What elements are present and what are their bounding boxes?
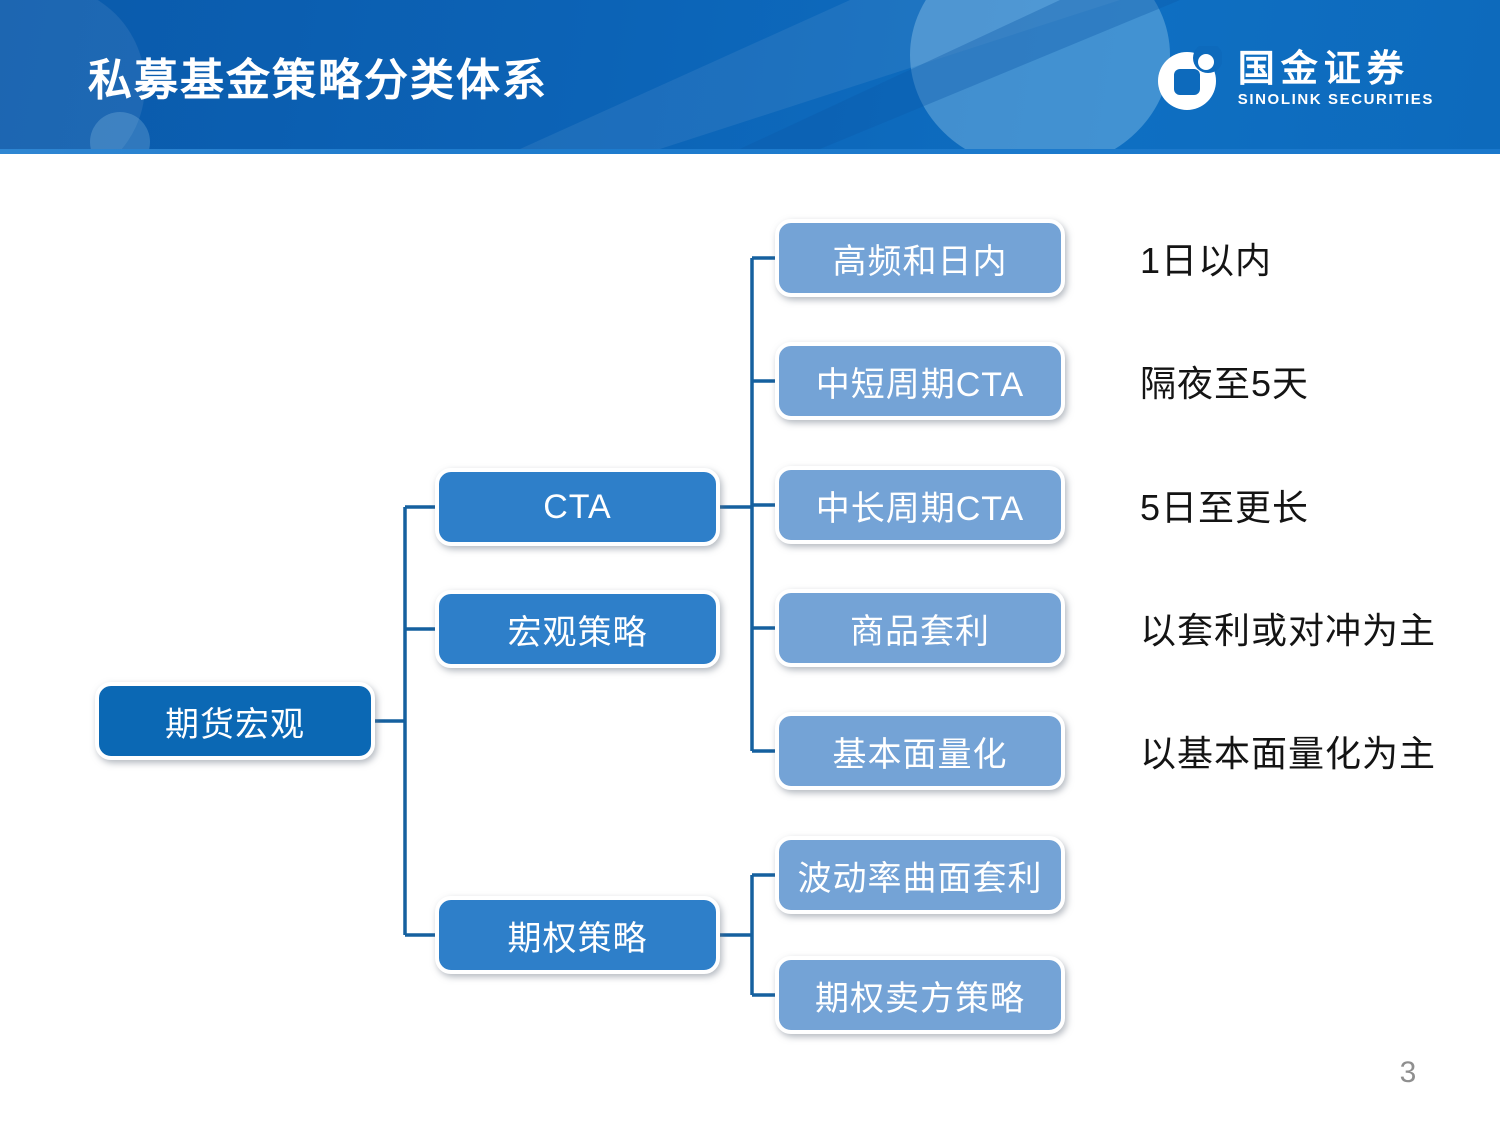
node-vol-surface-arbitrage: 波动率曲面套利 [775,836,1065,914]
node-label: 宏观策略 [507,613,648,652]
logo-name-en: SINOLINK SECURITIES [1237,91,1434,109]
node-label: 中短周期CTA [815,365,1025,404]
note-overnight-to-5-days: 隔夜至5天 [1140,363,1310,404]
page-title: 私募基金策略分类体系 [88,56,548,105]
node-long-cycle-cta: 中长周期CTA [775,466,1065,544]
page-number: 3 [1399,1056,1417,1089]
node-macro-strategy: 宏观策略 [435,590,720,668]
node-fundamental-quant: 基本面量化 [775,712,1065,790]
node-label: CTA [543,487,612,526]
node-futures-macro: 期货宏观 [95,682,375,760]
header-banner: 私募基金策略分类体系 国金证券 SINOLINK SECURITIES [0,0,1500,149]
node-label: 期权卖方策略 [815,979,1025,1018]
node-label: 波动率曲面套利 [797,859,1043,898]
note-5-days-or-longer: 5日至更长 [1140,487,1310,528]
node-label: 期权策略 [507,919,648,958]
node-option-strategy: 期权策略 [435,896,720,974]
sinolink-logo-icon [1157,46,1222,110]
node-label: 高频和日内 [832,242,1008,281]
logo-text: 国金证券 SINOLINK SECURITIES [1237,47,1434,109]
node-commodity-arbitrage: 商品套利 [775,589,1065,667]
node-short-cycle-cta: 中短周期CTA [775,342,1065,420]
header-accent-strip [0,149,1500,154]
node-label: 商品套利 [850,612,990,651]
note-arbitrage-or-hedge: 以套利或对冲为主 [1140,610,1437,651]
header-decoration [0,0,1180,149]
node-label: 基本面量化 [832,735,1008,774]
logo-name-cn: 国金证券 [1237,47,1410,89]
note-within-1-day: 1日以内 [1140,240,1273,281]
node-label: 期货宏观 [165,705,305,744]
node-option-selling: 期权卖方策略 [775,956,1065,1034]
node-high-freq-intraday: 高频和日内 [775,219,1065,297]
company-logo: 国金证券 SINOLINK SECURITIES [1156,46,1434,112]
note-fundamental-quant-based: 以基本面量化为主 [1140,733,1437,774]
node-cta: CTA [435,468,720,546]
node-label: 中长周期CTA [815,489,1025,528]
